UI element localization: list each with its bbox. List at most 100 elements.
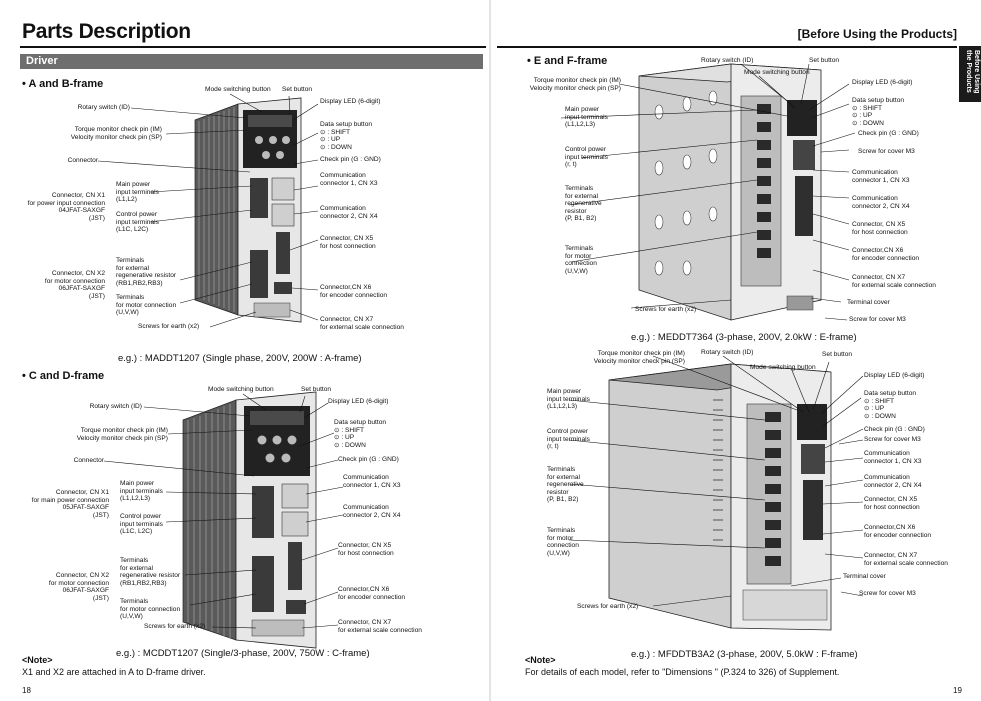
- label-check-pin: Check pin (G : GND): [320, 156, 381, 163]
- drawing-e-frame: [560, 63, 856, 321]
- label-set-button: Set button: [809, 57, 840, 64]
- label-regenerative-resistor-terminals: Terminals for external regenerative resi…: [547, 466, 584, 504]
- label-main-power-terminals: Main power input terminals (L1,L2,L3): [565, 106, 608, 129]
- label-data-setup-button: Data setup button ⊙ : SHIFT ⊙ : UP ⊙ : D…: [320, 121, 373, 151]
- label-terminal-cover: Terminal cover: [843, 573, 886, 580]
- label-regenerative-resistor-terminals: Terminals for external regenerative resi…: [120, 557, 181, 587]
- label-motor-terminals: Terminals for motor connection (U,V,W): [547, 527, 579, 557]
- label-communication-connector-1: Communication connector 1, CN X3: [320, 172, 378, 187]
- side-tab-label: Before Using the Products: [965, 50, 980, 94]
- label-connector: Connector: [73, 457, 104, 464]
- label-rotary-switch: Rotary switch (ID): [77, 104, 130, 111]
- label-motor-terminals: Terminals for motor connection (U,V,W): [116, 294, 177, 317]
- note-heading: <Note>: [525, 655, 556, 665]
- label-communication-connector-1: Communication connector 1, CN X3: [864, 450, 922, 465]
- heading-ab-frame: • A and B-frame: [22, 78, 104, 90]
- label-terminal-cover: Terminal cover: [847, 299, 890, 306]
- label-control-power-terminals: Control power input terminals (r, t): [565, 146, 608, 169]
- label-communication-connector-2: Communication connector 2, CN X4: [320, 205, 378, 220]
- label-cn-x1: Connector, CN X1 for main power connecti…: [31, 489, 109, 519]
- label-cn-x1: Connector, CN X1 for power input connect…: [27, 192, 105, 222]
- label-set-button: Set button: [301, 386, 332, 393]
- label-display-led: Display LED (6-digit): [328, 398, 389, 405]
- drawing-cd-frame: [103, 391, 344, 649]
- label-control-power-terminals: Control power input terminals (r, t): [547, 428, 590, 451]
- header-rule: [497, 46, 957, 48]
- label-screws-for-earth: Screws for earth (x2): [635, 306, 697, 313]
- label-cn-x5: Connector, CN X5 for host connection: [852, 221, 908, 236]
- label-communication-connector-1: Communication connector 1, CN X3: [343, 474, 401, 489]
- label-set-button: Set button: [822, 351, 853, 358]
- label-cn-x6: Connector,CN X6 for encoder connection: [338, 586, 406, 601]
- label-motor-terminals: Terminals for motor connection (U,V,W): [565, 245, 597, 275]
- running-header: [Before Using the Products]: [797, 27, 957, 41]
- label-monitor-check-pins: Torque monitor check pin (IM) Velocity m…: [76, 427, 168, 442]
- right-page: [Before Using the Products] Before Using…: [491, 0, 981, 701]
- label-display-led: Display LED (6-digit): [320, 98, 381, 105]
- label-cn-x5: Connector, CN X5 for host connection: [320, 235, 376, 250]
- label-connector: Connector: [67, 157, 98, 164]
- label-mode-switching-button: Mode switching button: [750, 364, 816, 371]
- side-tab: Before Using the Products: [959, 46, 981, 102]
- drawing-f-frame: [568, 355, 864, 631]
- label-regenerative-resistor-terminals: Terminals for external regenerative resi…: [116, 257, 177, 287]
- label-screw-for-cover-bottom: Screw for cover M3: [849, 316, 906, 323]
- label-regenerative-resistor-terminals: Terminals for external regenerative resi…: [565, 185, 602, 223]
- note-text: X1 and X2 are attached in A to D-frame d…: [22, 667, 206, 677]
- label-main-power-terminals: Main power input terminals (L1,L2,L3): [120, 480, 163, 503]
- label-screws-for-earth: Screws for earth (x2): [138, 323, 200, 330]
- label-monitor-check-pins: Torque monitor check pin (IM) Velocity m…: [593, 350, 685, 365]
- label-rotary-switch: Rotary switch (ID): [701, 57, 754, 64]
- label-communication-connector-2: Communication connector 2, CN X4: [864, 474, 922, 489]
- label-cn-x5: Connector, CN X5 for host connection: [864, 496, 920, 511]
- label-rotary-switch: Rotary switch (ID): [701, 349, 754, 356]
- drawing-ab-frame: [97, 93, 319, 328]
- label-monitor-check-pins: Torque monitor check pin (IM) Velocity m…: [529, 77, 621, 92]
- label-main-power-terminals: Main power input terminals (L1,L2,L3): [547, 388, 590, 411]
- label-communication-connector-2: Communication connector 2, CN X4: [343, 504, 401, 519]
- label-cn-x7: Connector, CN X7 for external scale conn…: [852, 274, 936, 289]
- heading-ef-frame: • E and F-frame: [527, 55, 608, 67]
- label-cn-x2: Connector, CN X2 for motor connection 06…: [44, 270, 105, 300]
- label-data-setup-button: Data setup button ⊙ : SHIFT ⊙ : UP ⊙ : D…: [852, 97, 905, 127]
- heading-cd-frame: • C and D-frame: [22, 370, 105, 382]
- label-communication-connector-2: Communication connector 2, CN X4: [852, 195, 910, 210]
- label-cn-x7: Connector, CN X7 for external scale conn…: [338, 619, 422, 634]
- label-cn-x6: Connector,CN X6 for encoder connection: [320, 284, 388, 299]
- label-display-led: Display LED (6-digit): [864, 372, 925, 379]
- label-data-setup-button: Data setup button ⊙ : SHIFT ⊙ : UP ⊙ : D…: [334, 419, 387, 449]
- page-gutter: [489, 0, 491, 701]
- label-check-pin: Check pin (G : GND): [338, 456, 399, 463]
- label-cn-x7: Connector, CN X7 for external scale conn…: [864, 552, 948, 567]
- note-text: For details of each model, refer to "Dim…: [525, 667, 840, 677]
- label-rotary-switch: Rotary switch (ID): [89, 403, 142, 410]
- label-main-power-terminals: Main power input terminals (L1,L2): [116, 181, 159, 204]
- label-communication-connector-1: Communication connector 1, CN X3: [852, 169, 910, 184]
- label-monitor-check-pins: Torque monitor check pin (IM) Velocity m…: [70, 126, 162, 141]
- label-screw-for-cover: Screw for cover M3: [858, 148, 915, 155]
- label-control-power-terminals: Control power input terminals (L1C, L2C): [120, 513, 163, 536]
- label-screw-for-cover: Screw for cover M3: [864, 436, 921, 443]
- label-display-led: Display LED (6-digit): [852, 79, 913, 86]
- label-motor-terminals: Terminals for motor connection (U,V,W): [120, 598, 181, 621]
- title-rule: [20, 46, 486, 48]
- caption-cd-frame: e.g.) : MCDDT1207 (Single/3-phase, 200V,…: [116, 648, 370, 659]
- label-screw-for-cover-bottom: Screw for cover M3: [859, 590, 916, 597]
- label-cn-x7: Connector, CN X7 for external scale conn…: [320, 316, 404, 331]
- label-check-pin: Check pin (G : GND): [864, 426, 925, 433]
- label-mode-switching-button: Mode switching button: [205, 86, 271, 93]
- caption-ab-frame: e.g.) : MADDT1207 (Single phase, 200V, 2…: [118, 353, 362, 364]
- label-cn-x6: Connector,CN X6 for encoder connection: [852, 247, 920, 262]
- page-title: Parts Description: [22, 20, 191, 43]
- label-cn-x2: Connector, CN X2 for motor connection 06…: [48, 572, 109, 602]
- label-screws-for-earth: Screws for earth (x2): [577, 603, 639, 610]
- page-number: 18: [22, 686, 31, 695]
- section-bar-driver: Driver: [20, 54, 483, 69]
- caption-e-frame: e.g.) : MEDDT7364 (3-phase, 200V, 2.0kW …: [631, 332, 857, 343]
- label-cn-x5: Connector, CN X5 for host connection: [338, 542, 394, 557]
- label-mode-switching-button: Mode switching button: [744, 69, 810, 76]
- label-check-pin: Check pin (G : GND): [858, 130, 919, 137]
- label-set-button: Set button: [282, 86, 313, 93]
- left-page: Parts Description Driver • A and B-frame: [0, 0, 490, 701]
- label-control-power-terminals: Control power input terminals (L1C, L2C): [116, 211, 159, 234]
